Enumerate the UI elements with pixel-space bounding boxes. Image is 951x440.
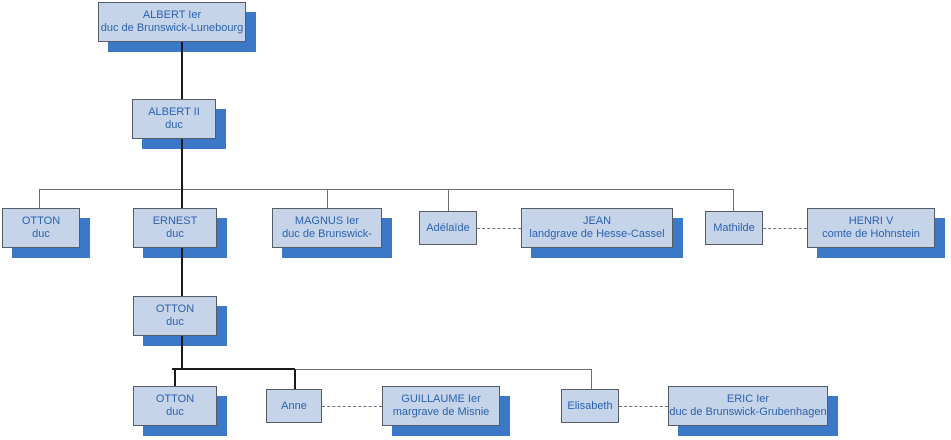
sibling-bus-generation-4-left [172,368,295,370]
node-eric1-title: duc de Brunswick-Grubenhagen [669,406,827,418]
node-anne[interactable]: Anne [266,389,322,423]
node-albert2-title: duc [165,119,183,131]
node-guillaume-title: margrave de Misnie [392,406,490,418]
node-eric1-name: ERIC Ier [726,393,770,406]
node-anne-name: Anne [281,399,307,412]
node-albert1-title: duc de Brunswick-Lunebourg [100,22,244,34]
drop-to-anne [294,369,296,389]
node-albert2-name: ALBERT II [148,106,200,119]
node-otton-r2[interactable]: OTTON duc [2,208,80,248]
node-ernest[interactable]: ERNEST duc [133,208,217,248]
node-adelaide[interactable]: Adélaïde [419,211,477,245]
node-mathilde[interactable]: Mathilde [705,211,763,245]
connector-albert2-down [181,139,183,190]
node-otton-r3-name: OTTON [155,303,195,316]
node-otton-r2-name: OTTON [21,215,61,228]
drop-to-mathilde [733,189,734,211]
node-magnus1[interactable]: MAGNUS Ier duc de Brunswick- [272,208,382,248]
node-otton-r2-title: duc [32,228,50,240]
drop-to-otton-r2 [39,189,40,208]
connector-ernest-to-otton [181,248,183,296]
sibling-bus-generation-2 [39,189,733,190]
node-otton-r4-name: OTTON [155,393,195,406]
drop-to-magnus1 [327,189,328,208]
node-guillaume[interactable]: GUILLAUME Ier margrave de Misnie [382,386,500,426]
marriage-link-anne-guillaume [322,406,382,407]
node-elisabeth[interactable]: Elisabeth [561,389,619,423]
node-henri5-title: comte de Hohnstein [822,228,920,240]
node-jean-name: JEAN [582,215,612,228]
node-albert1[interactable]: ALBERT Ier duc de Brunswick-Lunebourg [98,2,246,42]
marriage-link-elisabeth-eric1 [619,406,668,407]
node-eric1[interactable]: ERIC Ier duc de Brunswick-Grubenhagen [668,386,828,426]
marriage-link-adelaide-jean [477,228,521,229]
node-otton-r3-title: duc [166,316,184,328]
connector-albert1-to-albert2 [181,42,183,99]
node-ernest-title: duc [166,228,184,240]
node-ernest-name: ERNEST [152,215,198,228]
node-henri5-name: HENRI V [848,215,894,228]
drop-to-ernest [181,189,183,208]
drop-to-elisabeth [591,369,592,389]
node-magnus1-name: MAGNUS Ier [294,215,360,228]
node-elisabeth-name: Elisabeth [567,399,613,412]
node-guillaume-name: GUILLAUME Ier [401,393,481,406]
node-jean[interactable]: JEAN landgrave de Hesse-Cassel [521,208,673,248]
node-magnus1-title: duc de Brunswick- [282,228,372,240]
drop-to-otton-r4 [174,369,176,386]
connector-otton-down [181,336,183,369]
node-otton-r4-title: duc [166,406,184,418]
drop-to-adelaide [448,189,449,211]
node-henri5[interactable]: HENRI V comte de Hohnstein [807,208,935,248]
sibling-bus-generation-4 [172,369,592,370]
node-albert1-name: ALBERT Ier [142,9,202,22]
node-otton-r3[interactable]: OTTON duc [133,296,217,336]
node-adelaide-name: Adélaïde [426,221,470,234]
marriage-link-mathilde-henri5 [763,228,807,229]
node-albert2[interactable]: ALBERT II duc [132,99,216,139]
node-otton-r4[interactable]: OTTON duc [133,386,217,426]
node-mathilde-name: Mathilde [713,221,755,234]
node-jean-title: landgrave de Hesse-Cassel [529,228,665,240]
